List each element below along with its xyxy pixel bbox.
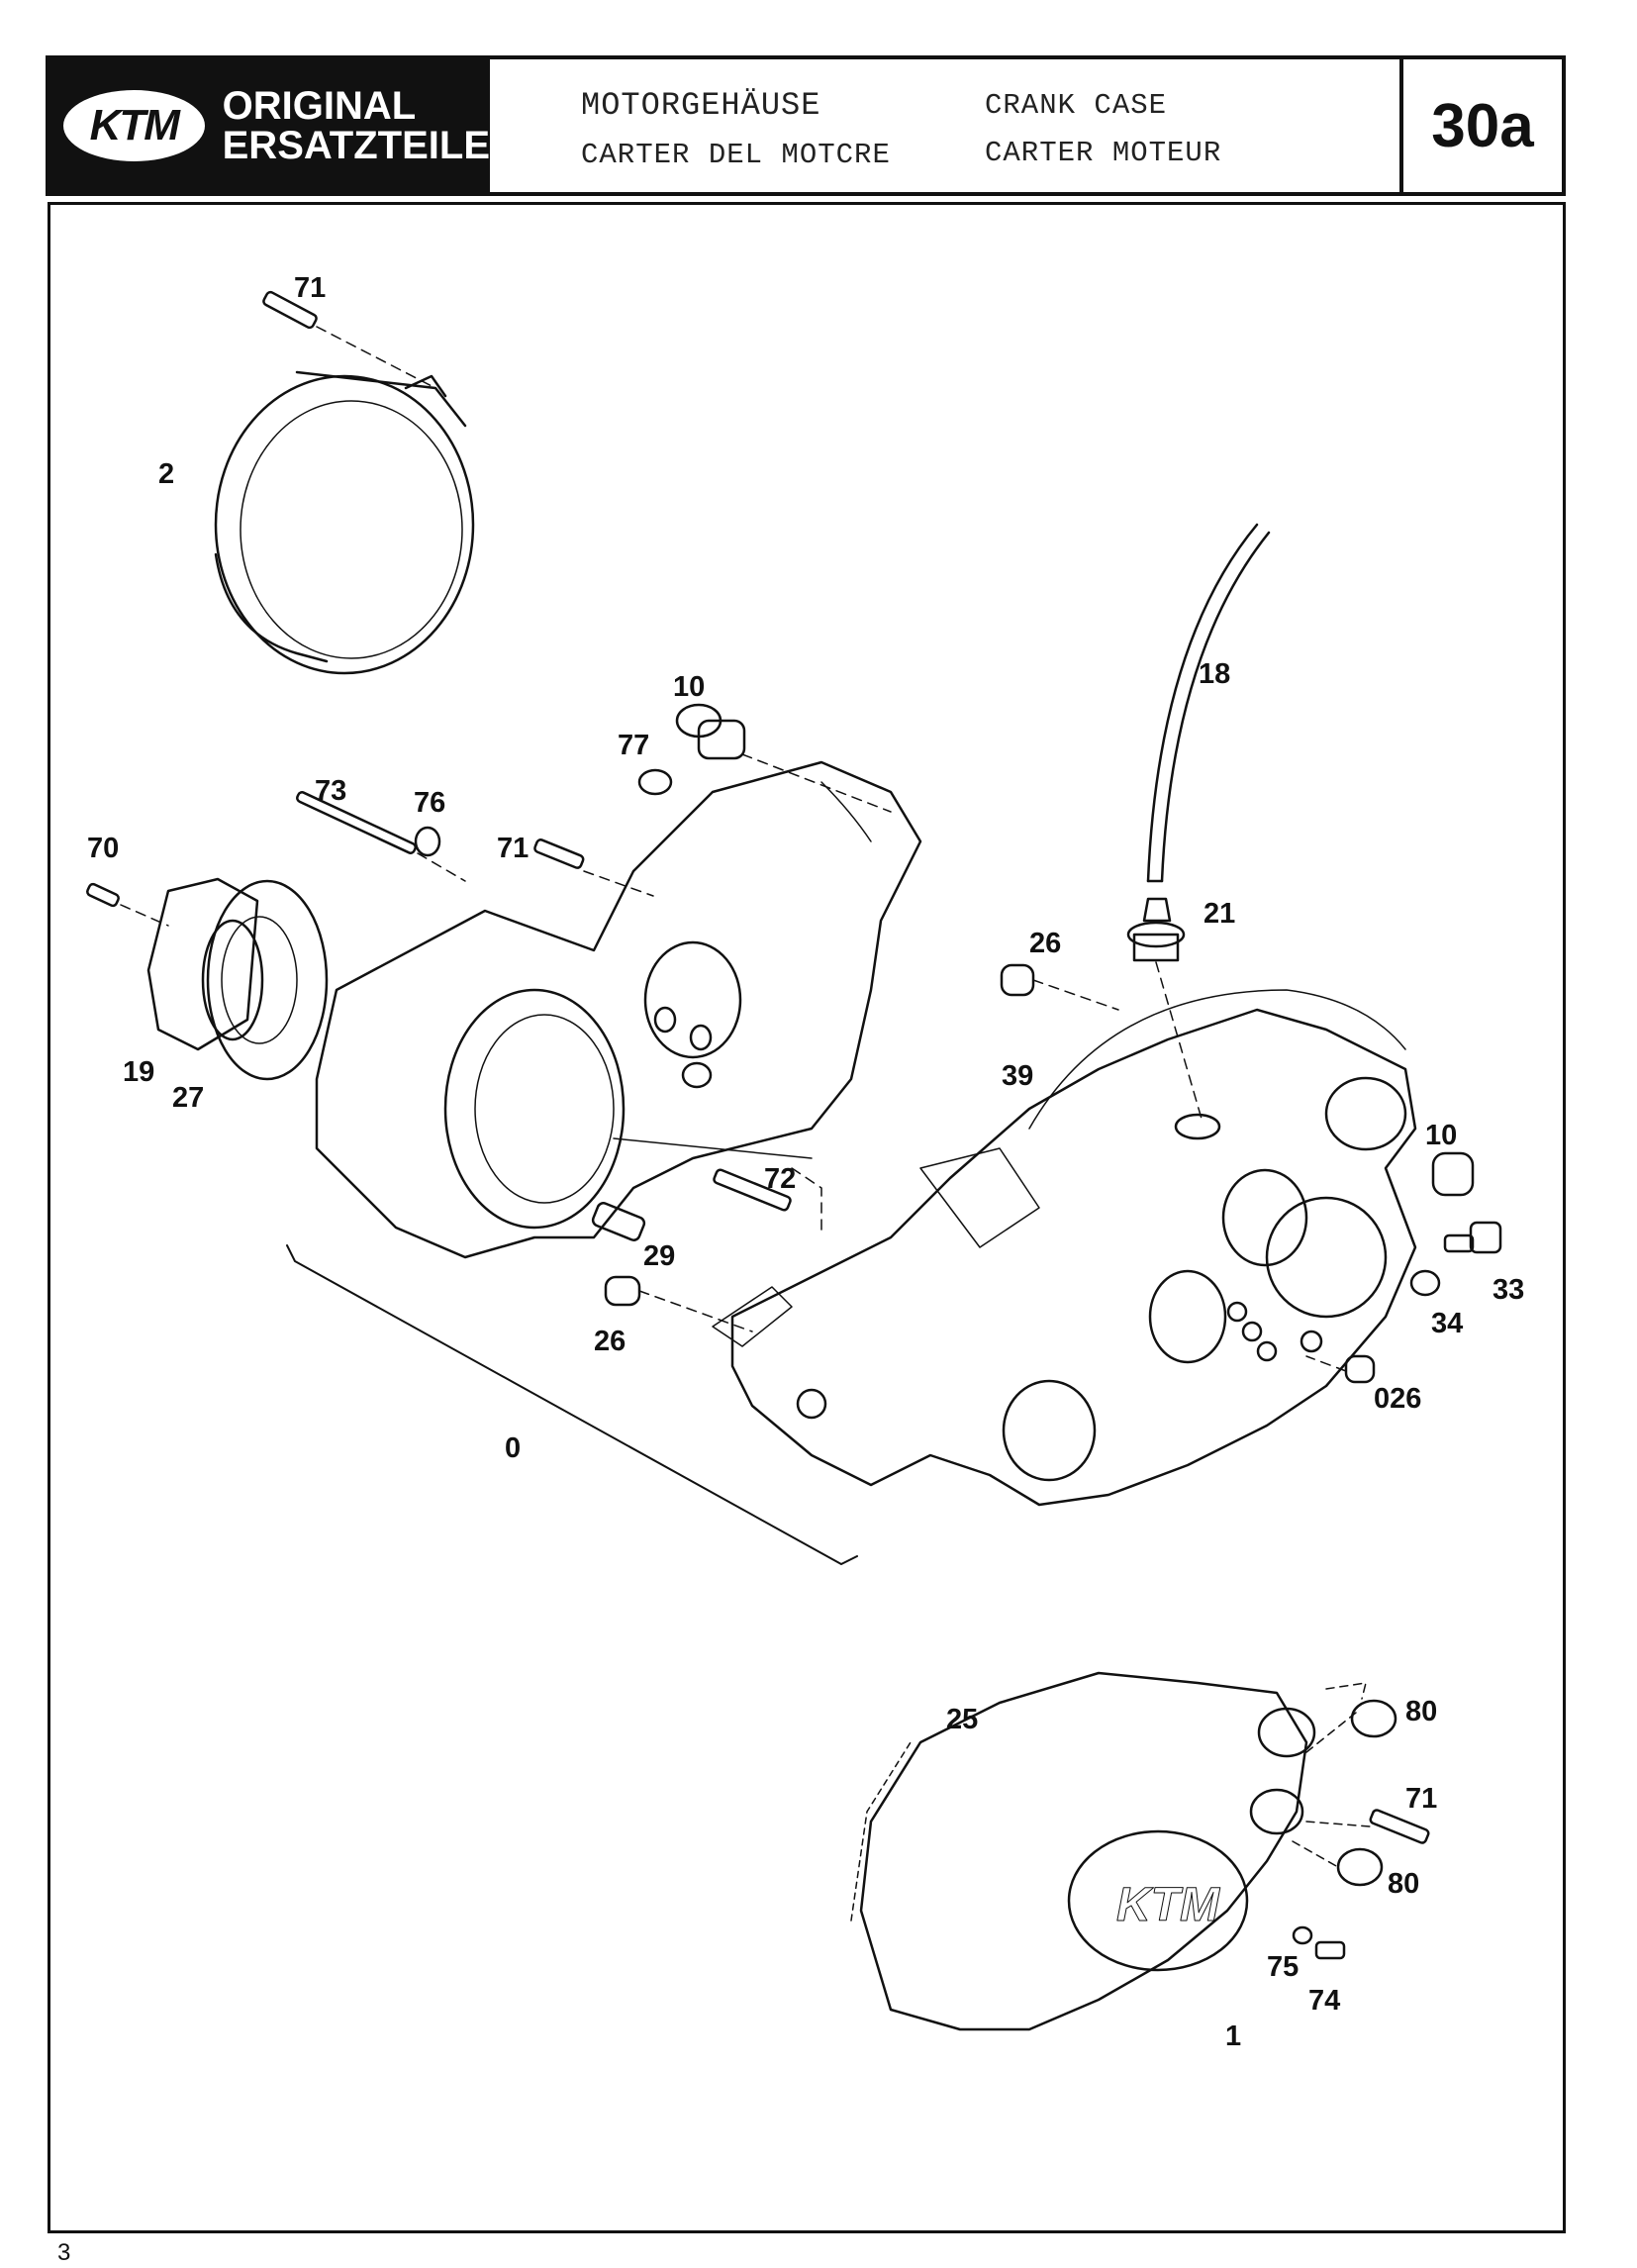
callout-21: 21 (1204, 898, 1235, 930)
page-header: KTM ORIGINAL ERSATZTEILE MOTORGEHÄUSE CR… (46, 55, 1566, 196)
title-english: CRANK CASE (985, 89, 1168, 122)
callout-34: 34 (1431, 1308, 1463, 1339)
plug-part (591, 1202, 646, 1241)
bushing-part (637, 703, 892, 813)
callout-26-top: 26 (1029, 928, 1061, 959)
callout-33: 33 (1493, 1274, 1524, 1306)
callout-75: 75 (1267, 1951, 1299, 1983)
callout-19: 19 (123, 1056, 154, 1088)
ignition-cover-part (214, 370, 475, 675)
screw-part (262, 290, 436, 389)
brand-line-2: ERSATZTEILE (222, 124, 490, 167)
clutch-cover-part: KTM (850, 1671, 1316, 2031)
callout-80-bottom: 80 (1388, 1868, 1419, 1900)
callout-026: 026 (1374, 1383, 1421, 1415)
callout-39: 39 (1002, 1060, 1033, 1092)
callout-10-right: 10 (1425, 1120, 1457, 1151)
right-crankcase-half (712, 989, 1417, 1507)
callout-76: 76 (414, 787, 445, 819)
flange-part (146, 877, 264, 1051)
page-number-box: 30a (1399, 59, 1562, 192)
ktm-logo: KTM (63, 90, 205, 161)
callout-73: 73 (315, 775, 346, 807)
callout-80-top: 80 (1405, 1696, 1437, 1727)
ktm-logo-text: KTM (89, 101, 180, 149)
callout-77: 77 (618, 730, 649, 761)
callout-74: 74 (1308, 1985, 1340, 2017)
washer-part (1292, 1925, 1313, 1945)
callout-labels: 71 2 18 10 77 73 76 71 70 21 26 19 27 39… (87, 272, 1524, 2052)
screw-part (533, 838, 585, 869)
callout-71-middle: 71 (497, 833, 529, 864)
dowel-part (1000, 963, 1035, 997)
brand-line-1: ORIGINAL (222, 84, 417, 128)
screw-part (713, 1168, 792, 1212)
seal-ring-part (1350, 1699, 1397, 1738)
brand-logo-box: KTM ORIGINAL ERSATZTEILE (49, 59, 490, 192)
dowel-part (414, 826, 441, 857)
screw-part (1314, 1940, 1346, 1960)
seal-ring-part (1336, 1847, 1384, 1887)
callout-0: 0 (505, 1432, 521, 1464)
callout-26-bottom: 26 (594, 1326, 626, 1357)
left-crankcase-half (315, 760, 922, 1259)
footer-page-number: 3 (57, 2239, 71, 2266)
callout-70: 70 (87, 833, 119, 864)
cover-ktm-logo: KTM (1116, 1879, 1220, 1931)
callout-72: 72 (764, 1163, 796, 1195)
long-bolt-part (296, 791, 466, 882)
callout-71-top: 71 (294, 272, 326, 304)
callout-18: 18 (1199, 658, 1230, 690)
dowel-part (1344, 1354, 1376, 1384)
bushing-part (1431, 1151, 1475, 1197)
callout-10-top: 10 (673, 671, 705, 703)
title-block: MOTORGEHÄUSE CRANK CASE CARTER DEL MOTCR… (490, 59, 1399, 192)
screw-part (86, 882, 120, 908)
title-italian: CARTER DEL MOTCRE (581, 139, 891, 171)
screw-part (1369, 1809, 1430, 1844)
title-german: MOTORGEHÄUSE (581, 87, 821, 124)
callout-2: 2 (158, 458, 174, 490)
callout-71-bottom: 71 (1405, 1783, 1437, 1815)
hose-part (1146, 523, 1271, 883)
callout-25: 25 (946, 1704, 978, 1735)
gasket-part (206, 879, 329, 1081)
brand-caption: ORIGINAL ERSATZTEILE (223, 86, 490, 165)
oil-plug-part (1126, 897, 1203, 1120)
diagram-frame (48, 202, 1566, 2233)
dowel-part (604, 1275, 641, 1307)
title-french: CARTER MOTEUR (985, 137, 1222, 169)
washer-part (1409, 1269, 1441, 1297)
callout-1: 1 (1225, 2021, 1241, 2052)
assembly-bracket (286, 1244, 858, 1565)
callout-27: 27 (172, 1082, 204, 1114)
callout-29: 29 (643, 1240, 675, 1272)
plug-screw-part (1443, 1221, 1502, 1254)
